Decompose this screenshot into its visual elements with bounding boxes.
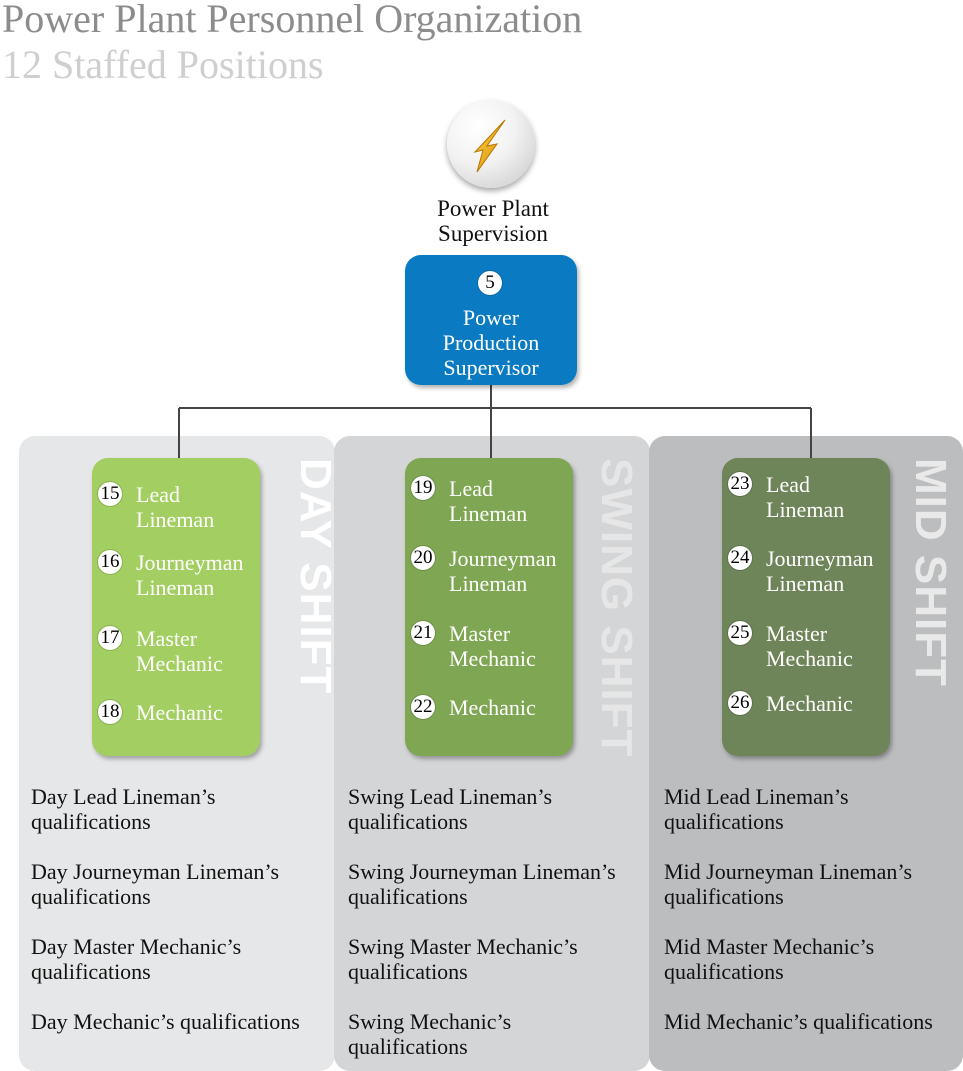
position-number-badge: 17 [98,626,122,650]
position-number-badge: 24 [728,546,752,570]
position-number-badge: 26 [728,691,752,715]
supervision-label: Power Plant Supervision [437,196,549,246]
lightning-bolt-icon [473,119,506,173]
power-plant-logo [447,100,535,188]
position-number-badge: 19 [411,476,435,500]
position-number-badge: 20 [411,546,435,570]
qualification-link[interactable]: Day Mechanic’s qualifications [31,1009,300,1034]
production-supervisor-box[interactable]: 5 Power Production Supervisor [405,255,577,385]
qualification-link[interactable]: Mid Mechanic’s qualifications [664,1009,933,1034]
position-number-badge: 15 [98,482,122,506]
position-number-badge: 25 [728,621,752,645]
position-number-badge: 21 [411,621,435,645]
position-number-badge: 16 [98,550,122,574]
page-subtitle: 12 Staffed Positions [2,42,324,87]
position-number-badge: 18 [98,700,122,724]
position-title: Power Production Supervisor [442,305,540,380]
position-title: Mechanic [766,691,853,716]
position-title: Mechanic [136,700,223,725]
page-title: Power Plant Personnel Organization [2,0,583,41]
position-number-badge: 22 [411,695,435,719]
position-title: Mechanic [449,695,536,720]
position-number-badge: 23 [728,472,752,496]
position-number-badge: 5 [478,271,502,295]
